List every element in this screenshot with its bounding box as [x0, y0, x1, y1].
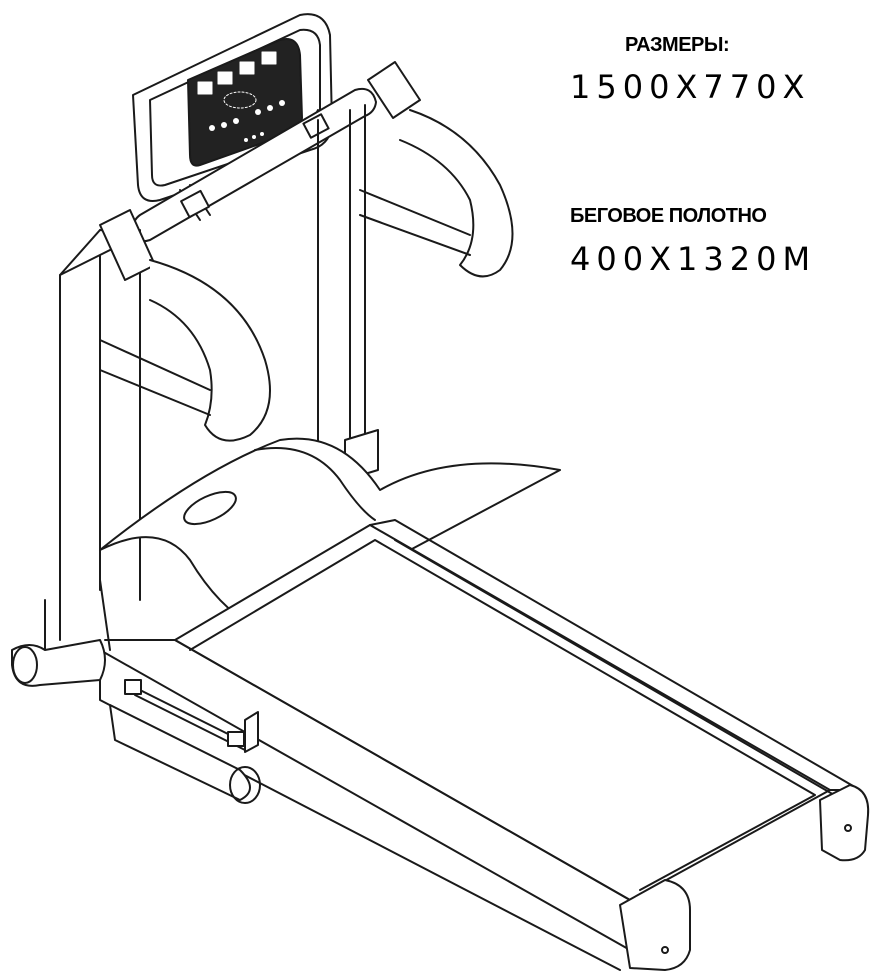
left-upright	[59, 209, 156, 641]
base-frame	[11, 579, 261, 804]
left-handrail	[99, 259, 271, 442]
dimensions-value: 1500X770X	[570, 68, 811, 106]
right-handrail	[359, 61, 514, 278]
running-deck	[99, 519, 870, 971]
motor-hood	[99, 437, 561, 631]
dimensions-caption: РАЗМЕРЫ:	[625, 34, 730, 56]
wheel-icon	[109, 704, 251, 801]
belt-value: 400X1320M	[570, 240, 817, 278]
belt-caption: БЕГОВОЕ ПОЛОТНО	[570, 205, 767, 227]
right-upright	[317, 104, 366, 491]
